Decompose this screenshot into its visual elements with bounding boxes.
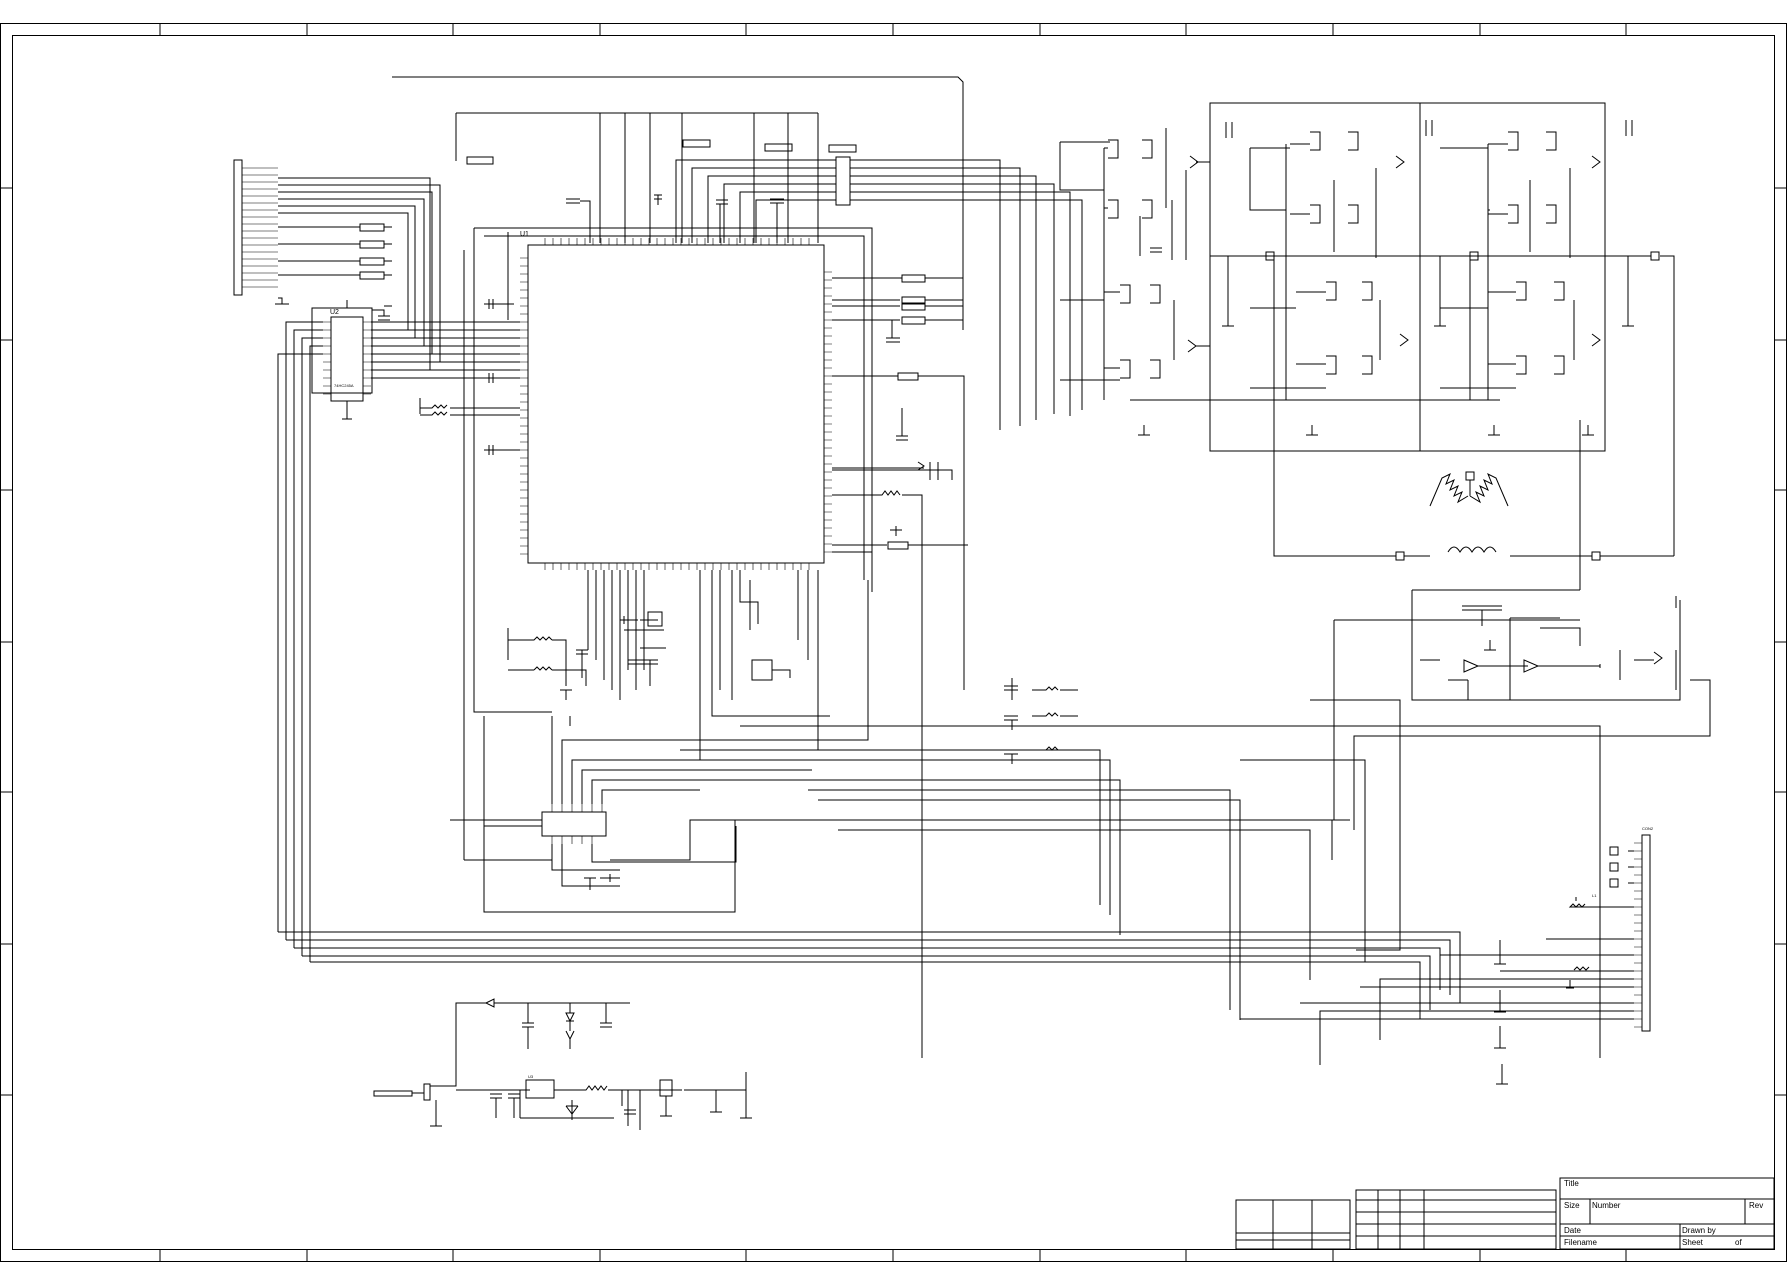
rev-label: Rev — [1749, 1201, 1763, 1210]
inductor-ref-label: L1 — [1592, 893, 1597, 898]
motor-coils — [1429, 471, 1509, 553]
sense-caps-resistors — [1004, 678, 1078, 764]
power-stage-dividers — [1210, 103, 1605, 451]
top-connector-wires — [675, 159, 1083, 430]
mcu-bottom-network — [587, 570, 830, 760]
mcu-lower-inductors — [507, 628, 588, 700]
bridge-b-mosfets — [1285, 131, 1409, 400]
left-header-pins — [242, 167, 278, 288]
mcu-pins-top — [544, 238, 810, 245]
bridge-c-wiring — [1440, 147, 1634, 389]
bottom-center-header — [541, 811, 607, 837]
u2-ref-label: U2 — [330, 309, 339, 316]
right-mcu-resistors — [832, 274, 968, 690]
title-block-grid — [1560, 1198, 1774, 1249]
top-supply-bus — [455, 112, 819, 243]
right-mcu-inductor — [832, 490, 923, 1058]
opamp-section — [1411, 589, 1681, 701]
psu-input-wiring — [373, 998, 630, 1101]
top-left-resistor — [466, 156, 494, 165]
bridge-a-mosfets — [1103, 128, 1210, 400]
u2-supply — [342, 300, 392, 420]
bridge-outputs — [1210, 251, 1675, 556]
left-header-connector — [233, 159, 243, 296]
mcu-body — [527, 244, 825, 564]
top-left-caps — [566, 194, 784, 243]
power-stage-frame — [1209, 102, 1606, 452]
right-mcu-caps — [832, 320, 953, 553]
u2-to-mcu-wires — [277, 321, 520, 962]
bridge-b-wiring — [1249, 147, 1446, 389]
bridge-pins-legs — [1138, 120, 1633, 436]
title-block — [1559, 1177, 1775, 1250]
outer-border — [0, 23, 1787, 1262]
zone-ticks — [0, 23, 1787, 1261]
opamp-output-lines — [1240, 619, 1711, 962]
u2-part-label: 74HC245A — [334, 383, 354, 388]
bridge-c-mosfets — [1487, 131, 1601, 400]
date-label: Date — [1564, 1226, 1581, 1235]
u2-driver-body — [330, 316, 364, 402]
top-resistor-row — [682, 139, 857, 153]
change-block — [1355, 1189, 1557, 1250]
mcu-pins-left — [520, 257, 528, 555]
bottom-left-return — [464, 660, 1350, 913]
size-label: Size — [1564, 1201, 1580, 1210]
left-vertical-bus — [463, 228, 509, 860]
outer-top-bus — [392, 76, 964, 330]
change-block-grid — [1356, 1190, 1556, 1249]
drawn-by-label: Drawn by — [1682, 1226, 1716, 1235]
con2-ref-label: CON2 — [1642, 826, 1654, 831]
long-bottom-bus — [278, 931, 1634, 1019]
bottom-header-pins — [551, 804, 603, 844]
bottom-header-wires — [450, 580, 869, 890]
regulator-ref-label: U3 — [528, 1074, 534, 1079]
title-label: Title — [1564, 1179, 1579, 1188]
mcu-to-right-lines — [569, 716, 1601, 1058]
psu-regulator — [490, 1072, 752, 1130]
left-header-wires — [275, 177, 441, 371]
revision-block — [1235, 1199, 1351, 1250]
of-label: of — [1735, 1238, 1742, 1247]
left-upper-rails — [474, 227, 873, 592]
motor-connections — [1273, 256, 1674, 590]
u2-pins — [323, 321, 371, 395]
mcu-ref-label: U1 — [520, 231, 529, 238]
revision-block-grid — [1236, 1200, 1350, 1249]
mcu-pins-right — [824, 271, 832, 553]
con2-body — [1641, 834, 1651, 1032]
bridge-a-wiring — [1059, 141, 1500, 401]
top-mid-connector — [835, 156, 851, 206]
psu-ground — [430, 1100, 442, 1127]
number-label: Number — [1592, 1201, 1621, 1210]
inner-border — [12, 35, 1775, 1250]
psu-diode-stack — [522, 1003, 612, 1049]
filename-label: Filename — [1564, 1238, 1597, 1247]
sheet-label: Sheet — [1682, 1238, 1704, 1247]
u2-frame — [311, 307, 373, 394]
con2-sense-resistors — [1494, 940, 1508, 1085]
left-small-resistors — [419, 398, 520, 416]
con2-pins — [1634, 842, 1642, 1028]
mcu-pins-bottom — [544, 563, 810, 570]
mcu-bottom-crystal — [624, 611, 666, 686]
